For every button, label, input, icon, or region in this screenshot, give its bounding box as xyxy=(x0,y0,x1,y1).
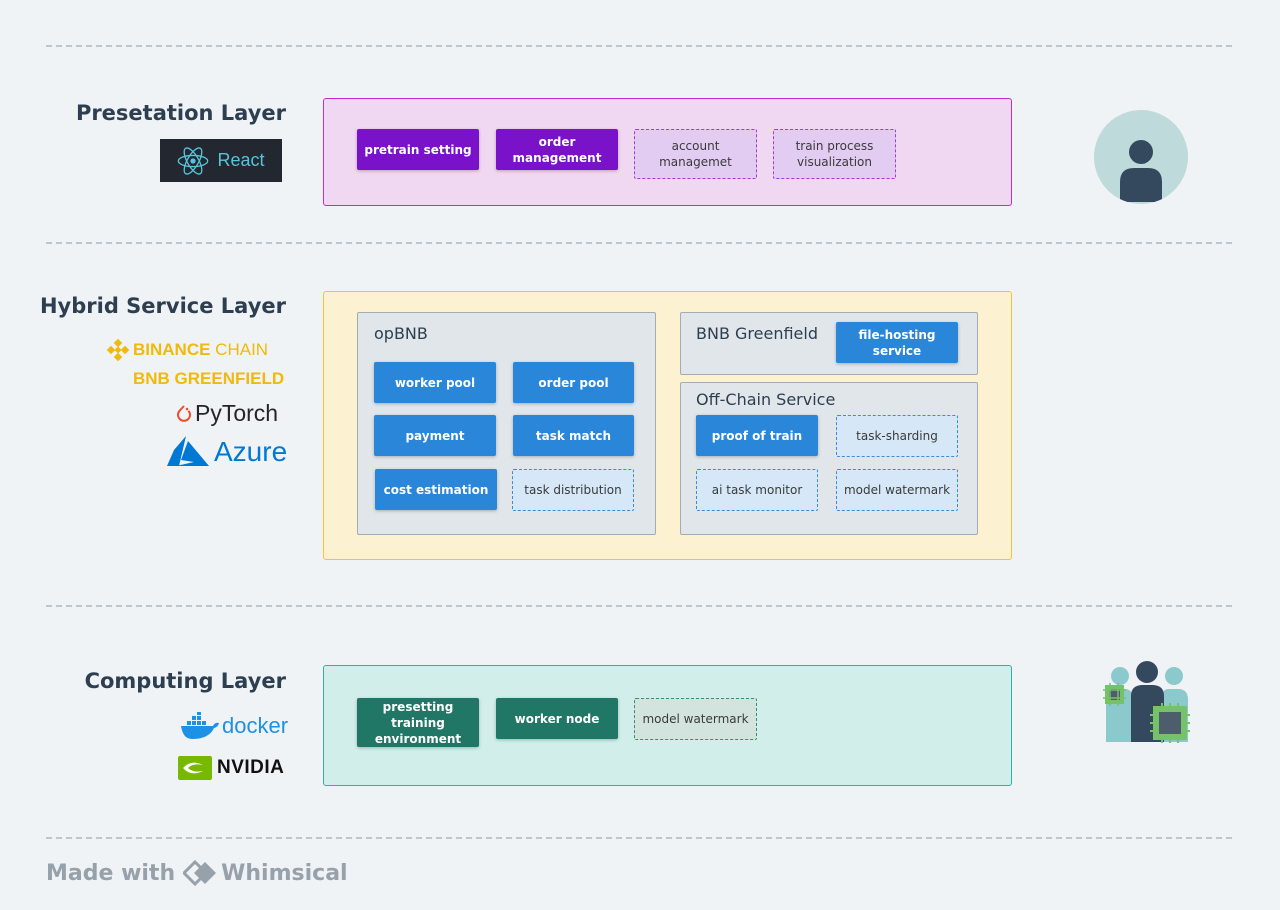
divider-top xyxy=(46,45,1232,47)
made-with-label: Made with xyxy=(46,860,176,886)
bnb-greenfield-label: BNB GREENFIELD xyxy=(133,369,285,388)
off-chain-service-title: Off-Chain Service xyxy=(696,390,836,409)
azure-logo: Azure xyxy=(166,435,287,469)
hybrid-layer-title: Hybrid Service Layer xyxy=(39,294,286,318)
presetting-training-environment-box[interactable]: presetting training environment xyxy=(357,698,479,747)
train-process-visualization-box[interactable]: train process visualization xyxy=(773,129,896,179)
payment-box[interactable]: payment xyxy=(374,415,496,456)
order-pool-box[interactable]: order pool xyxy=(513,362,634,403)
divider-2 xyxy=(46,605,1232,607)
opbnb-title: opBNB xyxy=(374,324,428,343)
model-watermark-computing-box[interactable]: model watermark xyxy=(634,698,757,740)
whimsical-icon xyxy=(183,860,217,886)
pytorch-logo: PyTorch xyxy=(176,400,278,427)
ai-task-monitor-box[interactable]: ai task monitor xyxy=(696,469,818,511)
bnb-greenfield-logo: BNB GREENFIELD xyxy=(133,369,284,389)
cost-estimation-box[interactable]: cost estimation xyxy=(375,469,497,510)
pretrain-setting-box[interactable]: pretrain setting xyxy=(357,129,479,170)
made-with-whimsical-footer[interactable]: Made with Whimsical xyxy=(46,860,348,886)
nvidia-logo: NVIDIA xyxy=(178,756,284,780)
pytorch-icon xyxy=(177,404,191,422)
binance-chain-logo: BINANCE CHAIN xyxy=(107,339,268,361)
azure-label: Azure xyxy=(214,436,288,467)
worker-pool-box[interactable]: worker pool xyxy=(374,362,496,403)
binance-label: BINANCE xyxy=(133,340,211,359)
proof-of-train-box[interactable]: proof of train xyxy=(696,415,818,456)
docker-icon xyxy=(181,712,219,739)
pytorch-label: PyTorch xyxy=(195,400,279,426)
whimsical-label: Whimsical xyxy=(221,860,348,886)
nvidia-label: NVIDIA xyxy=(217,757,285,778)
react-icon xyxy=(178,146,209,175)
account-management-box[interactable]: account managemet xyxy=(634,129,757,179)
binance-icon xyxy=(107,339,129,361)
task-sharding-box[interactable]: task-sharding xyxy=(836,415,958,457)
chain-label: CHAIN xyxy=(210,340,269,359)
task-match-box[interactable]: task match xyxy=(513,415,634,456)
docker-logo: docker xyxy=(180,712,288,740)
people-chip-icon xyxy=(1103,660,1191,744)
react-logo: React xyxy=(160,139,282,182)
nvidia-icon xyxy=(178,756,212,780)
computing-layer-title: Computing Layer xyxy=(84,669,286,693)
divider-bottom xyxy=(46,837,1232,839)
azure-icon xyxy=(167,436,209,466)
task-distribution-box[interactable]: task distribution xyxy=(512,469,634,511)
divider-1 xyxy=(46,242,1232,244)
presentation-layer-title: Presetation Layer xyxy=(75,101,286,125)
worker-node-box[interactable]: worker node xyxy=(496,698,618,739)
react-label: React xyxy=(217,150,265,170)
docker-label: docker xyxy=(222,713,289,738)
order-management-box[interactable]: order management xyxy=(496,129,618,170)
user-avatar-icon xyxy=(1094,110,1188,204)
bnb-greenfield-title: BNB Greenfield xyxy=(696,324,818,343)
model-watermark-offchain-box[interactable]: model watermark xyxy=(836,469,958,511)
file-hosting-service-box[interactable]: file-hosting service xyxy=(836,322,958,363)
